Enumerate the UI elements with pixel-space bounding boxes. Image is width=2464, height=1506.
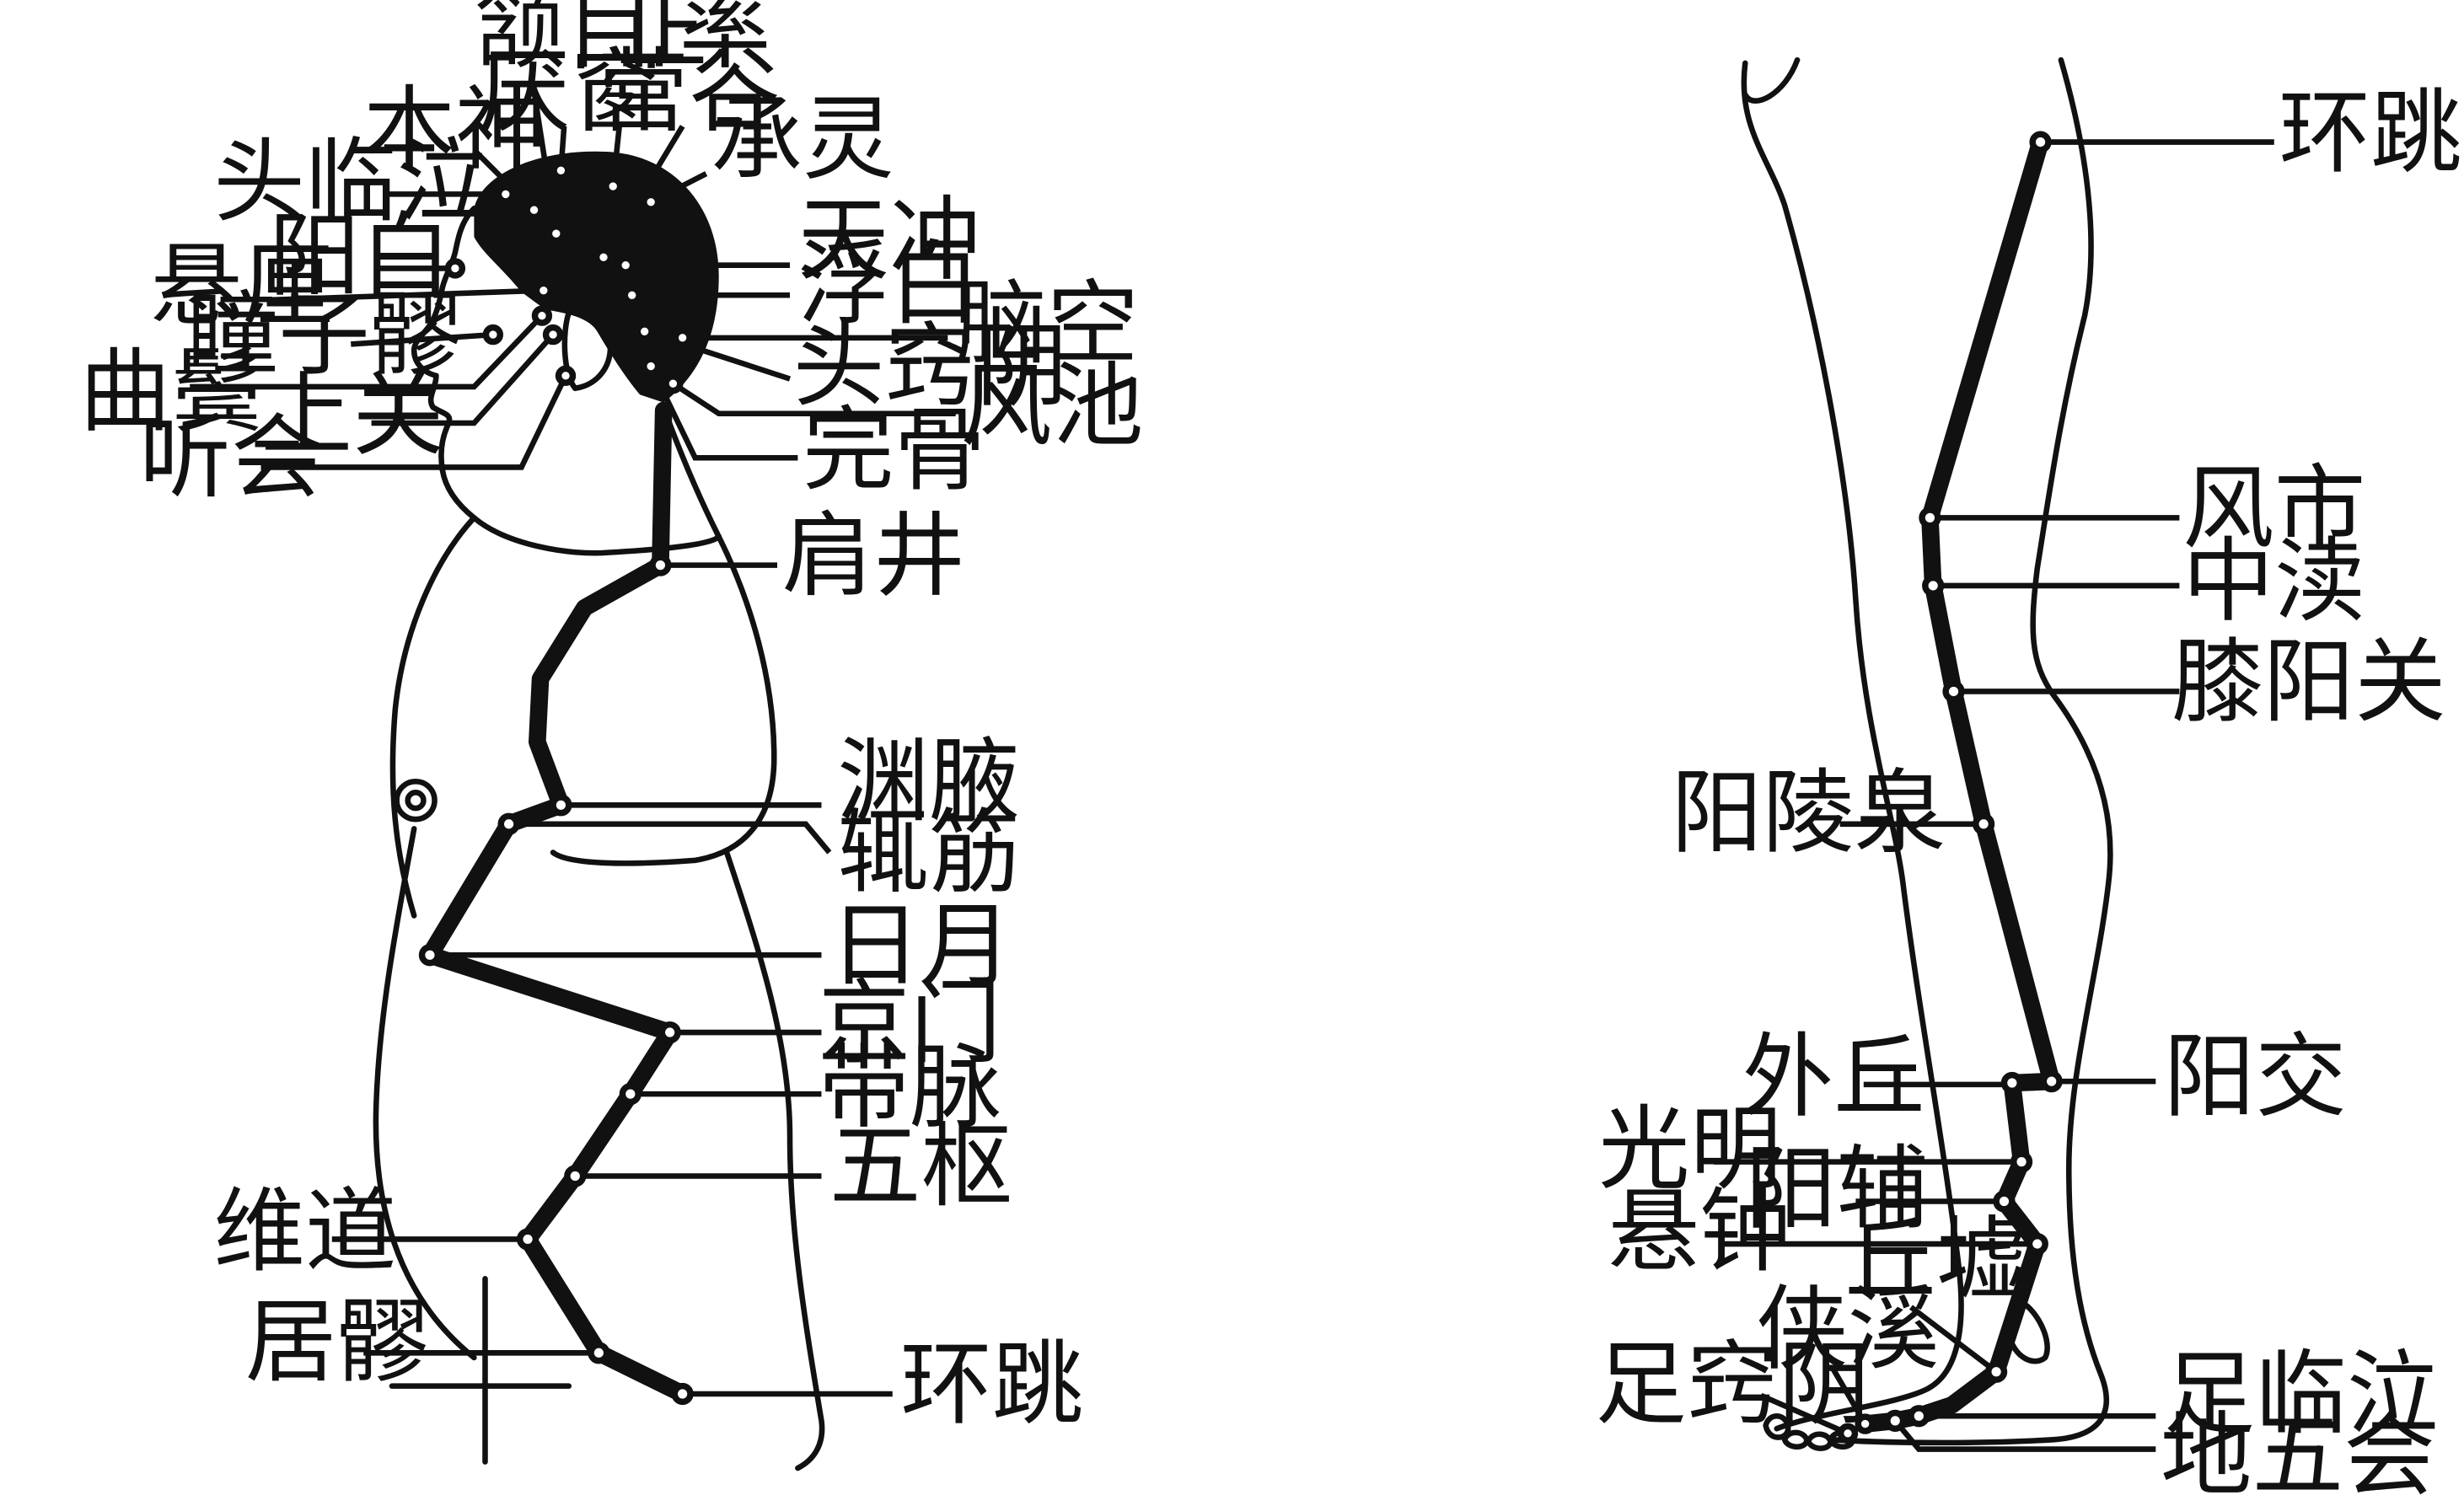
acupoint-tianchong: [597, 250, 611, 265]
chest-front: [393, 517, 474, 915]
trunk-meridian-path: [430, 410, 683, 1394]
acupoint-chengling: [644, 195, 658, 209]
shoulder-line: [474, 517, 718, 553]
acupoint-shangguan: [546, 328, 561, 342]
label-zhejin: 辄筋: [837, 799, 1020, 906]
acupoint-riyue: [422, 947, 438, 963]
acupoint-fengchi: [666, 377, 680, 391]
label-jianjing: 肩井: [782, 502, 965, 609]
label-huantiao-trunk: 环跳: [900, 1331, 1083, 1438]
acupoint-fubai: [625, 288, 639, 303]
acupoint-daimai: [622, 1086, 638, 1102]
acupoint-qiuxu: [1989, 1364, 2005, 1380]
acupoint-zhengying: [554, 163, 568, 178]
acupoint-guangming: [2014, 1154, 2030, 1170]
acupoint-shuaigu: [619, 258, 633, 272]
acupoint-xuanzhong: [2029, 1236, 2045, 1252]
acupoint-juliao: [591, 1345, 607, 1361]
arm-outline: [553, 537, 774, 863]
label-weidao: 维道: [213, 1178, 396, 1285]
label-huantiao-leg: 环跳: [2279, 79, 2461, 186]
label-wushu: 五枢: [829, 1113, 1012, 1220]
label-fengchi: 风池: [960, 352, 1143, 459]
acupoint-xiyangguan: [1946, 683, 1962, 699]
acupoint-toulinqi: [498, 187, 513, 201]
acupoint-diwuhui: [1887, 1412, 1903, 1428]
label-wangu: 完骨: [803, 396, 985, 503]
acupoint-yuanye: [553, 797, 569, 813]
acupoint-xuanli: [536, 283, 550, 297]
acupoint-yanglingquan: [1976, 816, 1992, 832]
acupoint-qubin: [534, 308, 549, 323]
acupoint-waiqiu: [2004, 1075, 2020, 1091]
acupoint-tinghui: [559, 368, 573, 383]
acupoint-yangjiao: [2043, 1074, 2059, 1090]
label-juliao: 居髎: [245, 1289, 428, 1396]
body-back: [727, 853, 822, 1469]
label-xiyangguan: 膝阳关: [2171, 629, 2446, 736]
nipple-inner: [408, 792, 424, 808]
acupoint-tongziliao: [486, 328, 500, 342]
acupoint-zulinqi: [1911, 1408, 1927, 1424]
acupoint-benshen: [527, 203, 541, 217]
acupoint-huantiao-leg: [2032, 134, 2048, 150]
label-tinghui: 听会: [139, 405, 322, 512]
acupoint-huantiao-trunk: [674, 1386, 690, 1402]
nipple-outer: [397, 781, 435, 819]
acupoint-naokong: [675, 330, 690, 345]
acupoint-wangu: [644, 359, 658, 373]
label-diwuhui: 地五会: [2161, 1402, 2435, 1506]
label-xuanzhong: 悬钟: [1608, 1178, 1790, 1285]
neck-front: [443, 470, 474, 517]
label-zhongdu: 中渎: [2182, 528, 2365, 635]
acupoint-wushu: [567, 1168, 583, 1184]
acupoint-weidao: [520, 1231, 536, 1247]
label-yanglingquan: 阳陵泉: [1671, 759, 1946, 866]
acupoint-fengshi: [1922, 510, 1938, 526]
label-chengling: 承灵: [711, 85, 894, 192]
acupoint-yinggu: [606, 180, 620, 194]
acupoint-jianjing: [652, 557, 668, 573]
acupoint-jingmen: [662, 1025, 678, 1041]
acupoint-touqiaoyin: [637, 324, 652, 339]
acupoint-hanyan: [549, 227, 563, 241]
acupoint-zhejin: [501, 816, 517, 832]
trunk-labels: 肩井 渊腋 辄筋 日月 京门 带脉 五枢 维道 居髎 环跳: [213, 502, 1083, 1438]
label-yangjiao: 阳交: [2164, 1023, 2347, 1130]
acupoint-zhongdu: [1925, 578, 1941, 594]
trunk-leaders: [332, 565, 893, 1394]
label-zuqiaoyin: 足窍阴: [1595, 1331, 1870, 1438]
